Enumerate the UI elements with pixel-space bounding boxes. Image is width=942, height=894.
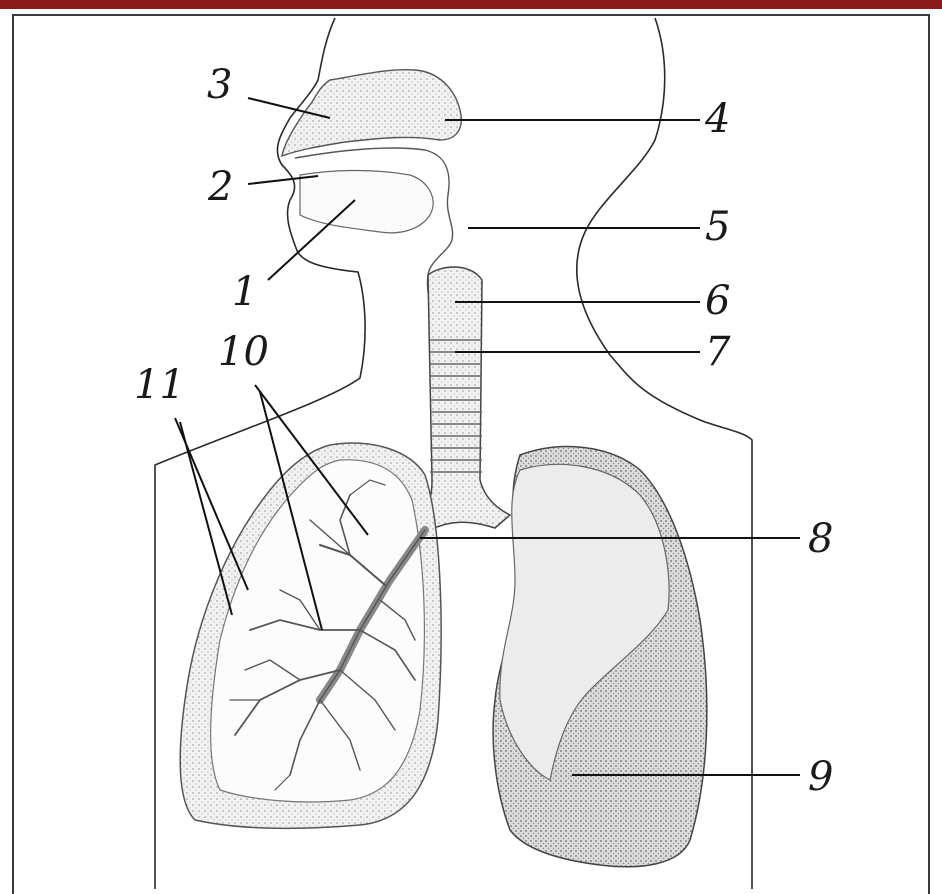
label-5: 5 [705, 204, 730, 250]
label-8: 8 [808, 516, 833, 562]
trachea [420, 267, 510, 530]
label-2: 2 [207, 164, 233, 210]
label-10: 10 [218, 329, 269, 375]
label-1: 1 [232, 269, 257, 315]
label-6: 6 [705, 278, 730, 324]
label-9: 9 [808, 754, 833, 800]
oral-cavity [300, 170, 433, 232]
label-4: 4 [704, 96, 730, 142]
left-lung-inner [211, 460, 425, 802]
label-11: 11 [134, 362, 185, 408]
label-7: 7 [705, 329, 731, 375]
label-3: 3 [207, 62, 232, 108]
